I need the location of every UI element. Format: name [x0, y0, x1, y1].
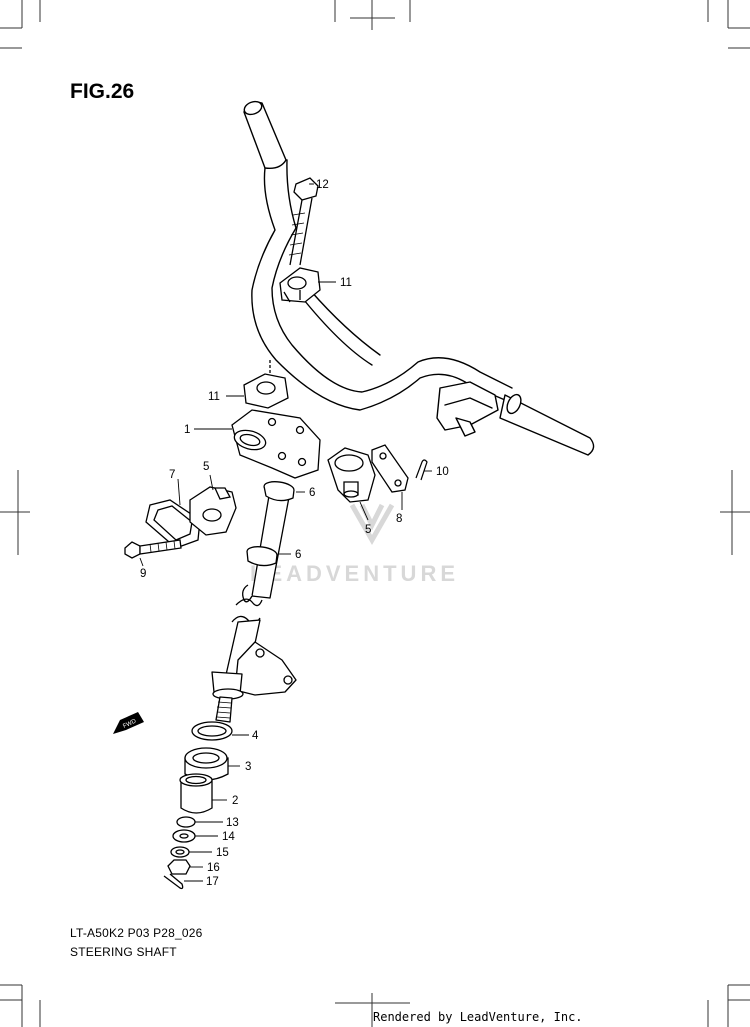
watermark-text: LEADVENTURE [250, 561, 459, 586]
callout-17: 17 [206, 876, 219, 888]
callout-16: 16 [207, 862, 220, 874]
callout-12: 12 [316, 179, 329, 191]
callout-11a: 11 [340, 277, 352, 289]
oring-13 [176, 816, 196, 828]
cotter-pin-10 [415, 459, 428, 481]
callout-9: 9 [140, 568, 146, 580]
handlebar-holder-1 [231, 409, 321, 479]
callout-3: 3 [245, 761, 251, 773]
section-title: STEERING SHAFT [70, 945, 177, 959]
holder-5-right [327, 447, 376, 503]
clamp-lower-11 [243, 360, 289, 409]
watermark-logo-icon [349, 503, 395, 546]
footer-credit: Rendered by LeadVenture, Inc. [373, 1010, 583, 1024]
callout-15: 15 [216, 847, 229, 859]
plate-8 [371, 444, 409, 493]
fwd-arrow-icon: FWD [113, 712, 144, 734]
callout-11b: 11 [208, 391, 220, 403]
leadventure-watermark: LEADVENTURE [250, 503, 459, 586]
steering-shaft [211, 481, 297, 723]
cotter-pin-17 [163, 873, 184, 890]
lower-parts [163, 721, 233, 890]
callout-6a: 6 [309, 487, 315, 499]
handlebar [243, 100, 595, 456]
model-code: LT-A50K2 P03 P28_026 [70, 926, 203, 940]
callout-14: 14 [222, 831, 235, 843]
fwd-label: FWD [122, 718, 138, 729]
callout-10: 10 [436, 466, 449, 478]
bolt-12 [288, 177, 319, 266]
callout-13: 13 [226, 817, 239, 829]
callout-7: 7 [169, 469, 175, 481]
callout-5b: 5 [365, 524, 371, 536]
callouts [139, 183, 432, 882]
callout-4: 4 [252, 730, 259, 742]
bolt-9 [124, 539, 182, 559]
figure-title: FIG.26 [70, 80, 135, 103]
callout-6b: 6 [295, 549, 301, 561]
clamp-upper-11 [279, 267, 321, 303]
plate-7 [145, 499, 201, 549]
nut-16 [167, 859, 191, 875]
callout-5a: 5 [203, 461, 209, 473]
holder-5-left [189, 486, 237, 536]
callout-1: 1 [184, 424, 190, 436]
callout-numbers: 12 11 11 1 10 7 5 6 5 8 9 6 4 3 2 13 14 … [140, 179, 449, 888]
callout-8: 8 [396, 513, 402, 525]
bush-2 [180, 779, 213, 814]
callout-2: 2 [232, 795, 238, 807]
